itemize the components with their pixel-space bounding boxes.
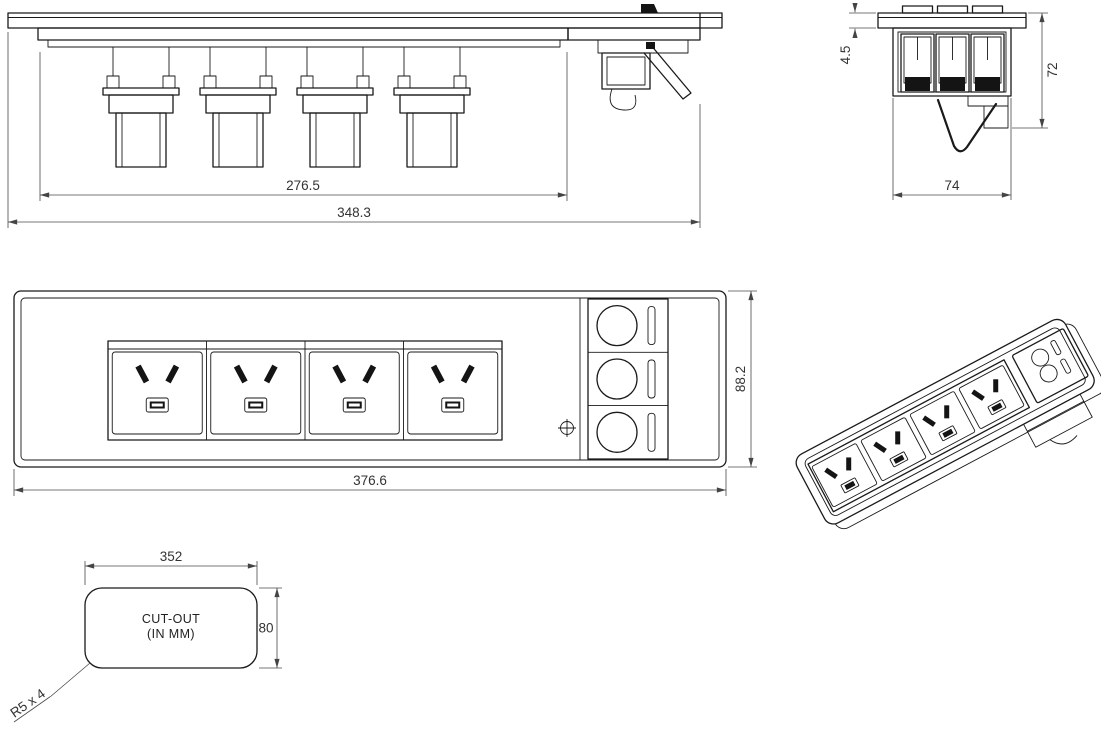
end-socket-section-2 <box>935 33 970 93</box>
front-body-width-dim: 276.5 <box>286 178 320 193</box>
clamp-lever <box>643 43 692 100</box>
plan-round-connector-2 <box>596 358 656 400</box>
view-plan-top: 88.2 376.6 <box>13 290 757 496</box>
iso-connector-module <box>1012 328 1089 404</box>
end-depth-dim: 72 <box>1045 62 1060 77</box>
iso-top-face <box>795 318 1095 525</box>
front-dimensions: 276.5 348.3 <box>7 32 701 228</box>
plan-socket-usb-3 <box>308 351 400 435</box>
end-top-tabs <box>901 5 1004 14</box>
iso-socket-recess <box>807 359 1031 513</box>
corner-radius-note: R5 x 4 <box>7 686 48 721</box>
plan-length-dim: 376.6 <box>353 473 387 488</box>
cutout-dimensions: 352 80 R5 x 4 <box>7 549 282 723</box>
end-spring-clamp <box>936 98 998 153</box>
plan-connector-module <box>587 298 669 460</box>
front-housing <box>37 27 569 48</box>
end-flange-thickness-dim: 4.5 <box>838 46 853 65</box>
end-flange <box>877 12 1027 29</box>
cutout-label-line1: CUT-OUT <box>142 612 200 626</box>
cutout-label-line2: (IN MM) <box>147 627 195 641</box>
view-isometric-3d <box>795 318 1101 530</box>
view-front-elevation: 276.5 348.3 <box>7 4 723 228</box>
front-overall-width-dim: 348.3 <box>337 205 371 220</box>
cutout-height-dim: 80 <box>258 621 273 636</box>
plan-inner-bezel <box>20 297 720 461</box>
plan-socket-usb-1 <box>111 351 203 435</box>
front-socket-module-4 <box>393 46 471 168</box>
end-socket-section-1 <box>900 33 935 93</box>
end-width-dim: 74 <box>944 178 960 193</box>
plan-round-connector-1 <box>596 304 656 347</box>
cutout-width-dim: 352 <box>160 549 183 564</box>
end-body <box>892 27 1012 153</box>
plan-socket-panel <box>107 340 503 441</box>
front-top-plate <box>7 4 723 29</box>
end-socket-section-3 <box>970 33 1005 93</box>
front-clamp-assembly <box>567 13 701 111</box>
corner-radius-leader-line <box>49 662 91 698</box>
front-socket-module-3 <box>296 46 374 168</box>
plan-dimensions: 88.2 376.6 <box>13 290 757 496</box>
cutout-outline <box>84 587 258 669</box>
front-latch-tab <box>641 4 658 13</box>
plan-socket-usb-2 <box>210 351 302 435</box>
view-cutout-template: CUT-OUT (IN MM) 352 80 R5 x 4 <box>7 549 282 723</box>
front-socket-modules <box>102 46 471 168</box>
plan-outer-frame <box>13 290 727 468</box>
plan-socket-usb-4 <box>407 351 499 435</box>
plan-round-connector-3 <box>596 411 656 453</box>
earth-ground-symbol <box>558 419 576 437</box>
plan-height-dim: 88.2 <box>733 366 748 392</box>
view-end-section: 4.5 72 74 <box>838 3 1060 200</box>
clamp-hook <box>609 88 637 111</box>
front-socket-module-2 <box>199 46 277 168</box>
end-dimensions: 4.5 72 74 <box>838 3 1060 200</box>
front-socket-module-1 <box>102 46 180 168</box>
